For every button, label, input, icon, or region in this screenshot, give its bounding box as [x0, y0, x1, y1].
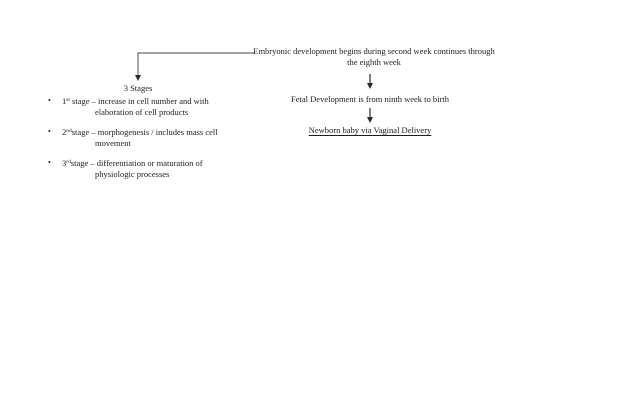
arrow-down-icon	[367, 108, 373, 123]
stage-3-line1: 3rdstage – differentiation or maturation…	[62, 157, 238, 169]
elbow-connector-arrow	[135, 52, 254, 81]
embryonic-note-line1: Embryonic development begins during seco…	[253, 46, 495, 56]
embryonic-note-line2: the eighth week	[347, 57, 401, 67]
stage-2-ordinal-suffix: nd	[66, 128, 72, 134]
stage-1-line1: 1st stage – increase in cell number and …	[62, 95, 238, 107]
stage-1-ordinal-suffix: st	[66, 97, 70, 103]
bullet-icon: •	[48, 158, 51, 167]
stage-3-line2: physiologic processes	[95, 169, 170, 179]
stage-2-line2: movement	[95, 138, 131, 148]
stage-2-text: 2ndstage – morphogenesis / includes mass…	[62, 126, 238, 149]
stage-3-ordinal-suffix: rd	[66, 159, 71, 165]
embryonic-note: Embryonic development begins during seco…	[248, 46, 500, 68]
list-item-stage-2: • 2ndstage – morphogenesis / includes ma…	[48, 126, 238, 149]
newborn-delivery-text: Newborn baby via Vaginal Delivery	[308, 125, 432, 135]
fetal-development-text: Fetal Development is from ninth week to …	[291, 94, 449, 104]
stage-2-line1: 2ndstage – morphogenesis / includes mass…	[62, 126, 238, 138]
list-item-stage-1: • 1st stage – increase in cell number an…	[48, 95, 238, 118]
bullet-icon: •	[48, 96, 51, 105]
stage-2-description: stage – morphogenesis / includes mass ce…	[71, 127, 218, 137]
arrow-down-icon	[367, 74, 373, 89]
bullet-icon: •	[48, 127, 51, 136]
stage-1-description: stage – increase in cell number and with	[69, 96, 209, 106]
stage-1-line2: elaboration of cell products	[95, 107, 189, 117]
fetal-development-flow: Fetal Development is from ninth week to …	[270, 74, 470, 136]
stages-list: • 1st stage – increase in cell number an…	[48, 95, 238, 188]
stage-2-ordinal: 2	[62, 127, 67, 137]
list-item-stage-3: • 3rdstage – differentiation or maturati…	[48, 157, 238, 180]
stage-1-ordinal: 1	[62, 96, 67, 106]
stage-3-ordinal: 3	[62, 158, 67, 168]
stage-1-text: 1st stage – increase in cell number and …	[62, 95, 238, 118]
stage-3-description: stage – differentiation or maturation of	[70, 158, 203, 168]
stage-3-text: 3rdstage – differentiation or maturation…	[62, 157, 238, 180]
stages-heading: 3 Stages	[123, 83, 153, 93]
